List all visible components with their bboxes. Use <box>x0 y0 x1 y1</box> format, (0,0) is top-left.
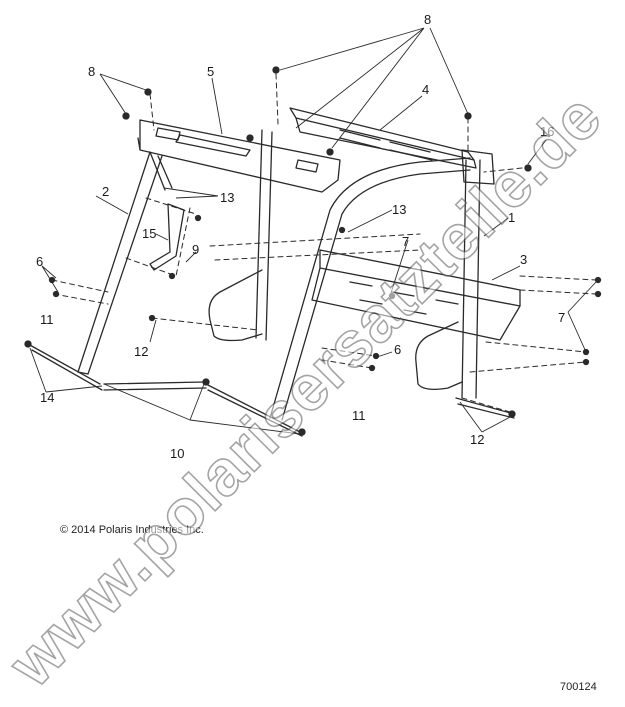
diagram-part-number: 700124 <box>560 681 597 693</box>
callout-13-left: 13 <box>220 190 234 205</box>
rear-panel-slots <box>339 129 433 161</box>
stay-rod-14-mid <box>103 381 207 391</box>
stay-rod-10 <box>205 383 303 437</box>
stay-rod-14-left <box>27 343 103 391</box>
callout-10: 10 <box>170 446 184 461</box>
grab-handle-right <box>415 321 463 390</box>
front-plate-slot <box>175 134 251 157</box>
grab-handle-left <box>208 269 263 342</box>
callout-9: 9 <box>192 242 199 257</box>
rear-panel <box>289 107 477 169</box>
callout-6-left: 6 <box>36 254 43 269</box>
callout-12-right: 12 <box>470 432 484 447</box>
front-plate-window-left <box>155 127 181 141</box>
callout-2: 2 <box>102 184 109 199</box>
leader-lines <box>29 27 597 435</box>
front-left-brace <box>149 151 173 191</box>
callout-7-right: 7 <box>558 310 565 325</box>
callout-12-left: 12 <box>134 344 148 359</box>
callout-13-right: 13 <box>392 202 406 217</box>
callout-1: 1 <box>508 210 515 225</box>
callout-14: 14 <box>40 390 54 405</box>
front-top-plate <box>137 119 341 193</box>
callout-11-left: 11 <box>40 312 54 327</box>
crossbar-holes <box>349 281 459 315</box>
rear-right-bracket <box>461 149 495 185</box>
main-hoop <box>269 157 471 421</box>
front-plate-window-right <box>295 159 319 173</box>
frame-drawing <box>24 66 602 437</box>
callout-8-left: 8 <box>88 64 95 79</box>
callout-7-center: 7 <box>402 234 409 249</box>
bolts <box>24 66 602 436</box>
callout-5: 5 <box>207 64 214 79</box>
callout-16: 16 <box>540 124 554 139</box>
front-left-pillar <box>77 151 163 375</box>
callout-4: 4 <box>422 82 429 97</box>
lower-crossbar <box>311 249 521 341</box>
callout-11-center: 11 <box>352 408 366 423</box>
bracket-15 <box>149 203 185 271</box>
center-pillar <box>255 129 273 341</box>
fastener-dash-lines <box>51 73 597 413</box>
callout-8-top: 8 <box>424 12 431 27</box>
callout-labels: 8 8 5 4 16 2 13 13 15 9 6 11 7 3 1 12 7 … <box>36 12 565 461</box>
stay-rod-12 <box>455 397 515 419</box>
callout-3: 3 <box>520 252 527 267</box>
copyright-notice: © 2014 Polaris Industries Inc. <box>60 524 204 536</box>
callout-15: 15 <box>142 226 156 241</box>
callout-6-center: 6 <box>394 342 401 357</box>
